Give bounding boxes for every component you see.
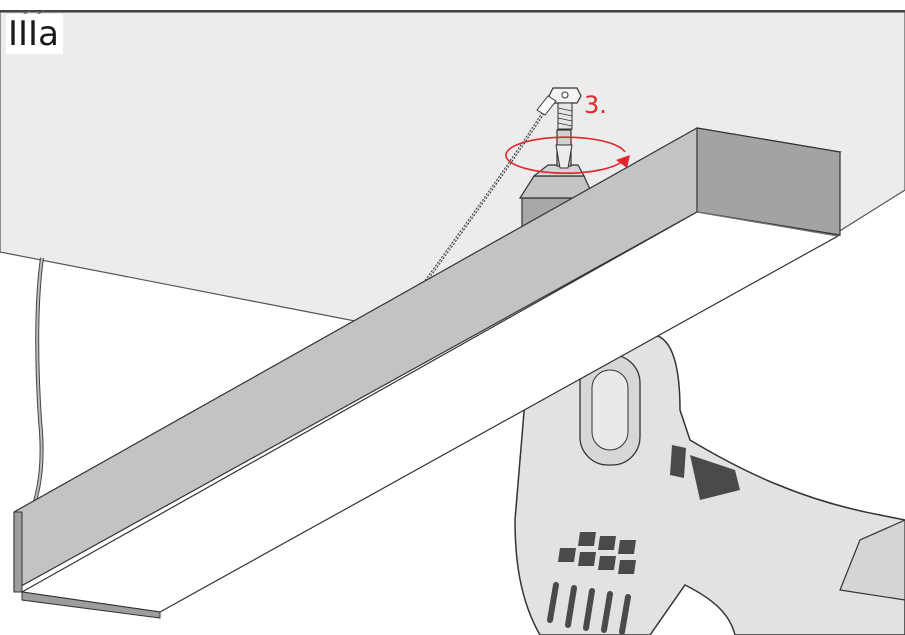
clockwise-rotation-arrow-icon [505, 136, 630, 174]
screw-icon [536, 87, 582, 130]
power-cord-icon [32, 257, 44, 506]
section-label: IIIa [6, 14, 63, 54]
suspension-cable-icon [421, 109, 547, 286]
linear-light-fixture [13, 127, 843, 619]
drill-body [514, 333, 905, 635]
step-number: 3. [584, 91, 607, 119]
